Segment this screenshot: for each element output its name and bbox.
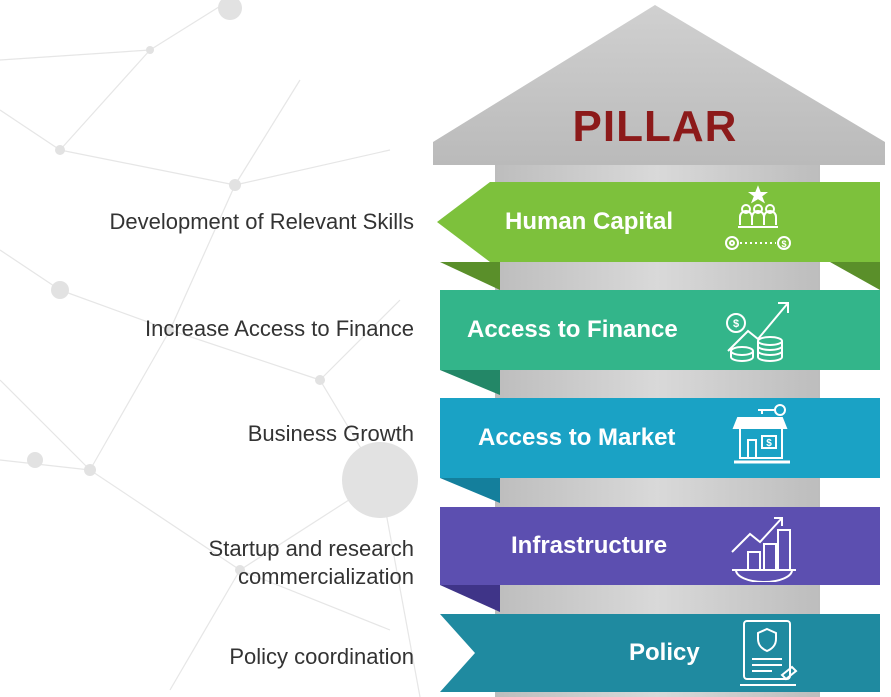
label-infrastructure: Infrastructure	[511, 532, 668, 559]
label-policy: Policy	[629, 639, 700, 666]
team-skills-icon: $	[725, 185, 791, 250]
online-store-icon: $	[732, 404, 790, 464]
outcome-increase-access-to-finance: Increase Access to Finance	[144, 316, 414, 341]
label-access-to-finance: Access to Finance	[467, 316, 678, 343]
svg-text:$: $	[766, 438, 772, 449]
money-growth-icon: $	[726, 302, 789, 362]
svg-text:$: $	[781, 239, 786, 249]
label-human-capital: Human Capital	[505, 208, 674, 235]
svg-text:$: $	[733, 318, 739, 330]
band-policy	[440, 614, 880, 692]
outcome-policy-coordination: Policy coordination	[229, 644, 414, 669]
arrow-head	[433, 5, 885, 180]
city-growth-icon	[731, 517, 796, 582]
policy-document-icon	[740, 620, 798, 686]
band-human-capital	[437, 182, 880, 262]
outcome-development-of-relevant-skills: Development of Relevant Skills	[109, 209, 414, 234]
outcome-startup-research: Startup and research commercialization	[208, 536, 414, 589]
pillar-title: PILLAR	[572, 102, 738, 151]
outcome-business-growth: Business Growth	[247, 421, 414, 446]
band-infrastructure	[440, 507, 880, 585]
label-access-to-market: Access to Market	[478, 424, 676, 451]
